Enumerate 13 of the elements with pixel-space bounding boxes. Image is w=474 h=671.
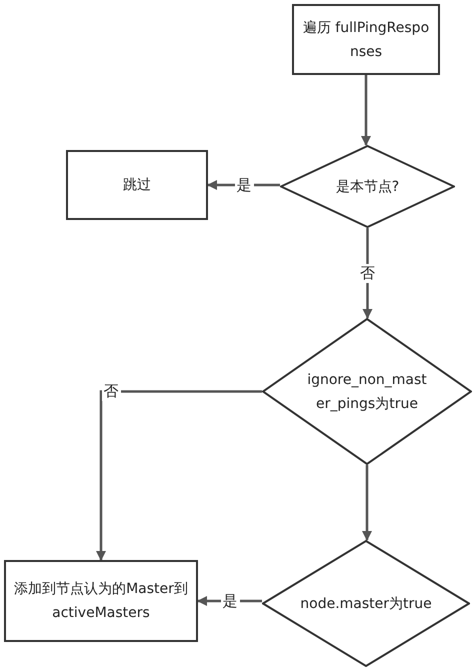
process-box: 跳过 [66, 150, 208, 220]
decision-diamond: node.master为true [262, 540, 470, 667]
edge-label: 是 [220, 592, 240, 610]
decision-diamond: ignore_non_master_pings为true [262, 318, 472, 465]
arrow [361, 75, 371, 146]
decision-diamond: 是本节点? [280, 145, 455, 228]
process-box: 添加到节点认为的Master到activeMasters [4, 560, 198, 642]
arrow [362, 465, 372, 541]
arrow [96, 390, 262, 561]
edge-label: 否 [358, 264, 377, 282]
edge-label: 否 [102, 382, 120, 401]
edge-label: 是 [234, 176, 254, 194]
process-box: 遍历 fullPingResponses [292, 4, 440, 75]
